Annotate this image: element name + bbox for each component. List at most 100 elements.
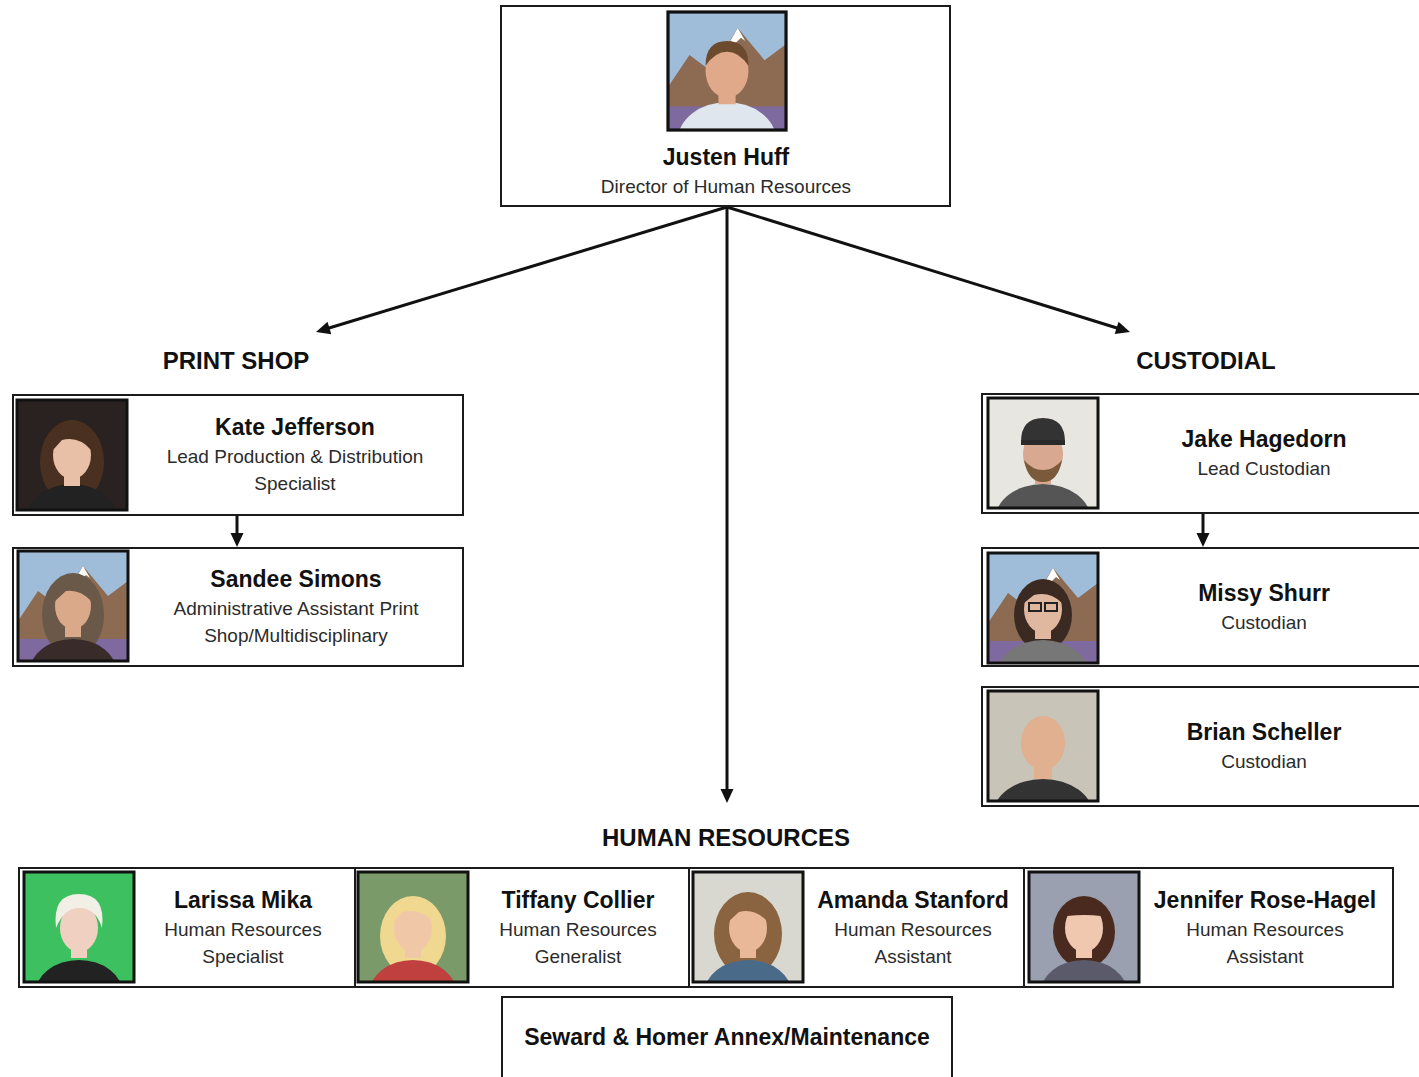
photo-part xyxy=(1021,440,1065,445)
text-column: Kate JeffersonLead Production & Distribu… xyxy=(135,394,455,516)
job-title: Human Resources Generalist xyxy=(483,916,673,970)
person-box: Jennifer Rose-HagelHuman Resources Assis… xyxy=(1023,867,1394,988)
person-name: Brian Scheller xyxy=(1114,718,1414,746)
portrait-photo xyxy=(988,398,1098,556)
photo-part xyxy=(18,551,128,661)
job-title: Lead Custodian xyxy=(1114,455,1414,482)
photo-part xyxy=(55,580,91,601)
person-box: Kate JeffersonLead Production & Distribu… xyxy=(12,394,464,516)
arrow-head xyxy=(316,322,331,334)
photo-part xyxy=(995,484,1091,508)
connector xyxy=(1197,514,1210,547)
section-group: PRINT SHOP Kate JeffersonLead Production … xyxy=(10,332,465,668)
text-column: Seward & Homer Annex/Maintenance xyxy=(507,996,947,1077)
job-title: Lead Production & Distribution Specialis… xyxy=(145,443,445,497)
person-name: Amanda Stanford xyxy=(805,886,1021,914)
text-column: Sandee SimonsAdministrative Assistant Pr… xyxy=(136,547,456,667)
portrait-photo xyxy=(693,872,803,1028)
photo-part xyxy=(26,484,118,510)
person-name: Larissa Mika xyxy=(137,886,349,914)
photo-part xyxy=(1021,716,1065,770)
job-title: Human Resources Specialist xyxy=(148,916,338,970)
photo-part xyxy=(988,398,1098,508)
photo-part xyxy=(1024,582,1062,603)
section-heading: CUSTODIAL xyxy=(1006,347,1406,375)
connector-line xyxy=(727,207,1119,328)
photo-part xyxy=(704,960,792,982)
photo-part xyxy=(24,872,134,982)
person-name: Jennifer Rose-Hagel xyxy=(1140,886,1390,914)
text-column: Jake HagedornLead Custodian xyxy=(1114,393,1414,514)
connector-line xyxy=(327,207,727,329)
photo-part xyxy=(53,428,91,450)
photo-part xyxy=(1029,603,1041,611)
photo-part xyxy=(730,28,745,43)
photo-part xyxy=(1024,460,1062,482)
photo-part xyxy=(1029,872,1139,982)
photo-part xyxy=(29,639,117,661)
connector xyxy=(721,207,734,803)
photo-part xyxy=(668,12,786,130)
photo-part xyxy=(1029,872,1139,982)
person-box: Missy ShurrCustodian xyxy=(981,547,1419,667)
photo-part xyxy=(35,960,123,982)
connector-line xyxy=(236,516,239,535)
photo-part xyxy=(988,398,1098,508)
connector-line xyxy=(726,207,729,791)
photo-part xyxy=(678,102,777,130)
photo-part xyxy=(988,691,1098,801)
connector xyxy=(727,207,1130,334)
person-box: Brian SchellerCustodian xyxy=(981,686,1419,807)
photo-part xyxy=(17,400,127,510)
photo-part xyxy=(1063,898,1105,924)
person-name: Justen Huff xyxy=(506,143,946,171)
photo-part xyxy=(358,872,468,982)
text-column: Jennifer Rose-HagelHuman Resources Assis… xyxy=(1140,867,1390,988)
job-title: Custodian xyxy=(1114,748,1414,775)
photo-part xyxy=(693,872,803,982)
person-name: Kate Jefferson xyxy=(135,413,455,441)
text-column: Tiffany CollierHuman Resources Generalis… xyxy=(472,867,684,988)
person-box: Tiffany CollierHuman Resources Generalis… xyxy=(354,867,690,988)
connector xyxy=(231,516,244,547)
job-title: Human Resources Assistant xyxy=(818,916,1008,970)
person-box: Justen HuffDirector of Human Resources xyxy=(500,5,951,207)
photo-part xyxy=(1053,896,1115,968)
arrow-head xyxy=(1197,533,1210,547)
annex-box: Seward & Homer Annex/Maintenance xyxy=(501,996,953,1077)
text-column: Missy ShurrCustodian xyxy=(1114,547,1414,667)
portrait-photo xyxy=(358,872,468,1028)
portrait-photo xyxy=(1029,872,1139,1028)
photo-part xyxy=(55,894,102,928)
portrait-photo xyxy=(18,551,128,707)
connector-line xyxy=(1202,514,1205,535)
photo-part xyxy=(668,12,786,130)
section-group: CUSTODIAL Jake HagedornLead CustodianMiss… xyxy=(979,332,1419,808)
section-heading: HUMAN RESOURCES xyxy=(526,824,926,852)
arrow-head xyxy=(231,533,244,547)
photo-part xyxy=(393,899,433,922)
person-box: Sandee SimonsAdministrative Assistant Pr… xyxy=(12,547,464,667)
photo-part xyxy=(1040,960,1128,982)
person-name: Jake Hagedorn xyxy=(1114,425,1414,453)
portrait-photo xyxy=(988,691,1098,851)
job-title: Director of Human Resources xyxy=(506,173,946,200)
text-column: Amanda StanfordHuman Resources Assistant xyxy=(805,867,1021,988)
photo-part xyxy=(993,779,1093,801)
photo-part xyxy=(706,41,749,66)
photo-part xyxy=(369,960,457,982)
photo-part xyxy=(17,400,127,510)
job-title: Custodian xyxy=(1114,609,1414,636)
connector xyxy=(316,207,727,334)
section-heading: PRINT SHOP xyxy=(36,347,436,375)
arrow-head xyxy=(1115,322,1130,334)
person-name: Sandee Simons xyxy=(136,565,456,593)
section-group: HUMAN RESOURCESLarissa MikaHuman Resourc… xyxy=(16,803,1395,1077)
photo-part xyxy=(728,899,768,922)
annex-label: Seward & Homer Annex/Maintenance xyxy=(507,1023,947,1051)
photo-part xyxy=(988,691,1098,801)
photo-part xyxy=(18,551,128,661)
person-box: Jake HagedornLead Custodian xyxy=(981,393,1419,514)
job-title: Human Resources Assistant xyxy=(1170,916,1360,970)
